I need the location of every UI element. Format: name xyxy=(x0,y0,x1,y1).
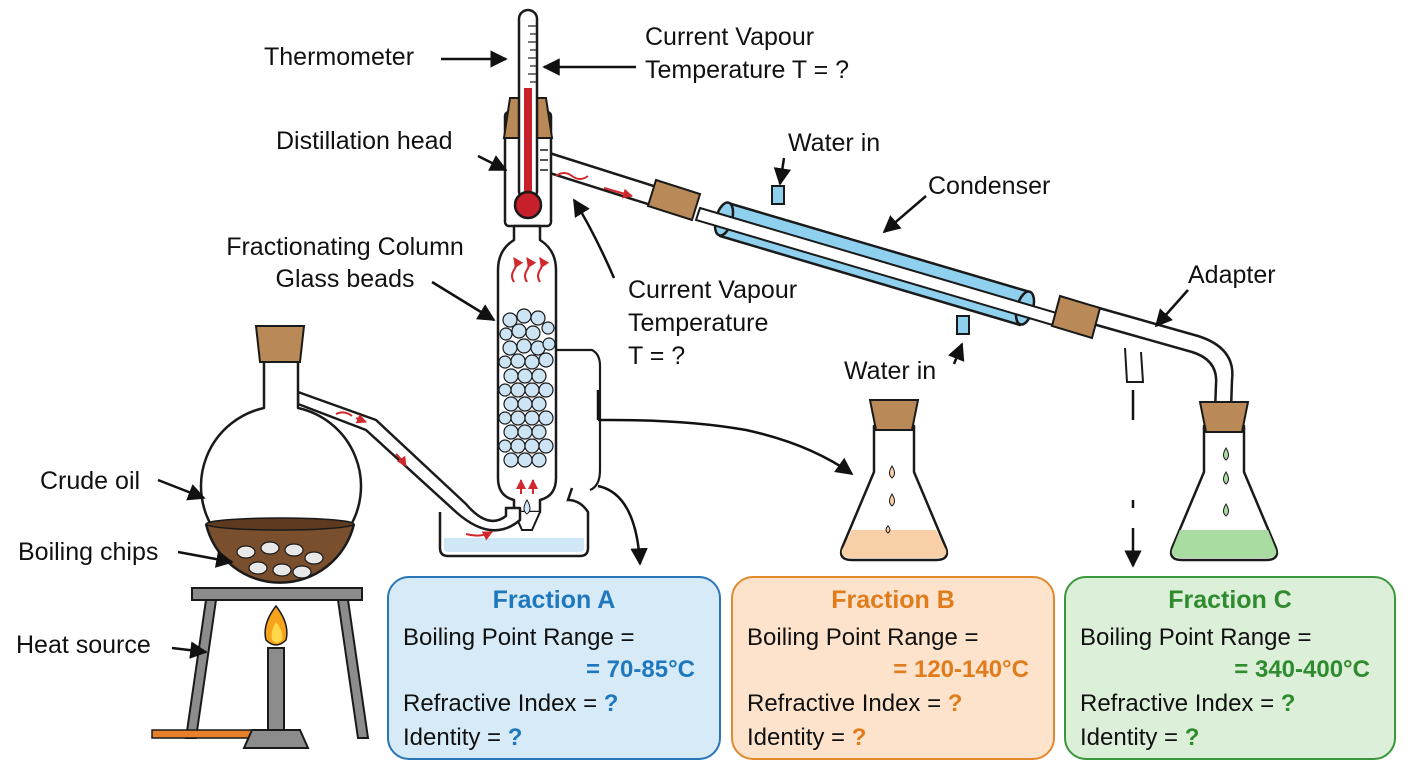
vapour-temp-mid-label-line2: Temperature xyxy=(628,309,769,337)
fraction-a-ri-label: Refractive Index = xyxy=(403,690,598,717)
fraction-c-ri-label: Refractive Index = xyxy=(1080,690,1275,717)
vapour-temp-mid-label-line1: Current Vapour xyxy=(628,276,798,304)
fractionating-column-label: Fractionating Column xyxy=(226,233,464,261)
glass-beads-label: Glass beads xyxy=(275,265,415,293)
thermometer xyxy=(502,8,554,220)
condensate-droplet xyxy=(523,499,531,515)
distillation-head-label: Distillation head xyxy=(276,127,453,155)
fraction-c-bp-value: = 340-400°C xyxy=(1234,656,1370,683)
side-arm xyxy=(538,148,662,208)
fraction-c-bp-label: Boiling Point Range = xyxy=(1080,624,1312,651)
round-bottom-flask xyxy=(199,325,363,584)
fraction-b-identity-value: ? xyxy=(851,724,867,751)
fraction-b-card: Fraction B Boiling Point Range = = 120-1… xyxy=(731,576,1055,760)
annotation-arrows xyxy=(157,50,1189,659)
thermometer-label: Thermometer xyxy=(264,43,415,71)
fraction-a-title: Fraction A xyxy=(492,586,616,614)
fraction-b-ri-value: ? xyxy=(947,690,963,717)
column-base-reservoir xyxy=(438,487,590,558)
fraction-a-identity-value: ? xyxy=(507,724,523,751)
vapour-flow-arrows xyxy=(335,172,633,541)
vapour-temp-top-label-line2: Temperature T = ? xyxy=(645,56,850,84)
water-in-bottom-label: Water in xyxy=(844,357,937,385)
fraction-b-ri-label: Refractive Index = xyxy=(747,690,942,717)
condenser xyxy=(694,185,1062,335)
receiving-flask-b xyxy=(839,399,949,562)
fraction-c-title: Fraction C xyxy=(1168,586,1292,614)
condenser-label: Condenser xyxy=(928,172,1051,200)
adapter-label: Adapter xyxy=(1188,261,1276,289)
bunsen-burner xyxy=(151,604,310,749)
fraction-b-identity-label: Identity = xyxy=(747,724,846,751)
fraction-a-ri-value: ? xyxy=(603,690,619,717)
fraction-c-identity-value: ? xyxy=(1184,724,1200,751)
fraction-a-card: Fraction A Boiling Point Range = = 70-85… xyxy=(387,576,721,760)
fraction-a-bp-label: Boiling Point Range = xyxy=(403,624,635,651)
vapour-temp-top-label-line1: Current Vapour xyxy=(645,23,815,51)
vapour-temp-mid-label-line3: T = ? xyxy=(628,342,686,370)
crude-oil-label: Crude oil xyxy=(40,467,141,495)
receiving-flask-c xyxy=(1169,401,1279,562)
heat-source-label: Heat source xyxy=(16,631,151,659)
water-in-top-label: Water in xyxy=(788,129,881,157)
fraction-c-identity-label: Identity = xyxy=(1080,724,1179,751)
fraction-a-bp-value: = 70-85°C xyxy=(586,656,695,683)
glass-beads xyxy=(498,308,556,468)
fraction-c-card: Fraction C Boiling Point Range = = 340-4… xyxy=(1064,576,1396,760)
connector-tube xyxy=(296,390,522,532)
fraction-c-ri-value: ? xyxy=(1280,690,1296,717)
fraction-b-title: Fraction B xyxy=(831,586,955,614)
condenser-cork xyxy=(646,178,702,222)
boiling-chips-label: Boiling chips xyxy=(18,538,159,566)
fraction-a-identity-label: Identity = xyxy=(403,724,502,751)
fraction-b-bp-value: = 120-140°C xyxy=(893,656,1029,683)
fraction-b-bp-label: Boiling Point Range = xyxy=(747,624,979,651)
